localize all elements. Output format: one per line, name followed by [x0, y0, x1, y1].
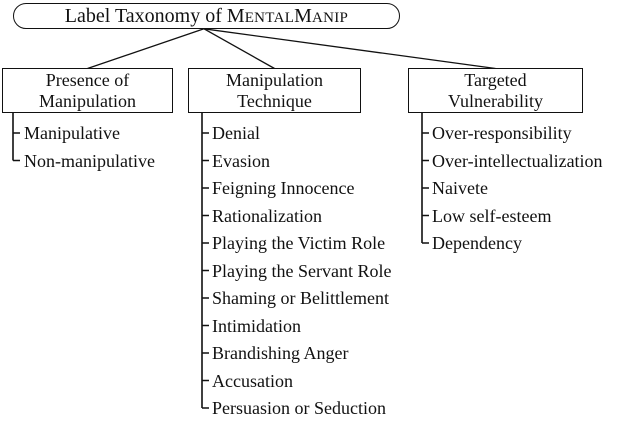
- root-label-prefix: Label Taxonomy of: [64, 4, 222, 27]
- category-title-line: Manipulation: [226, 69, 323, 90]
- category-title-line: Vulnerability: [448, 90, 543, 111]
- taxonomy-item: Manipulative: [24, 123, 120, 143]
- root-node: Label Taxonomy of MENTALMANIP: [13, 3, 400, 29]
- taxonomy-item: Shaming or Belittlement: [212, 288, 389, 308]
- taxonomy-item: Non-manipulative: [24, 150, 155, 171]
- taxonomy-item: Over-intellectualization: [432, 150, 603, 171]
- taxonomy-item: Low self-esteem: [432, 205, 552, 226]
- taxonomy-item: Evasion: [212, 150, 270, 171]
- category-title-line: Manipulation: [39, 90, 136, 111]
- taxonomy-item: Over-responsibility: [432, 123, 572, 143]
- taxonomy-item: Naivete: [432, 178, 488, 198]
- taxonomy-item: Dependency: [432, 233, 522, 253]
- category-box-manipulation-technique: Manipulation Technique: [188, 68, 361, 113]
- category-title-line: Targeted: [464, 69, 527, 90]
- category-box-presence-of-manipulation: Presence of Manipulation: [2, 68, 173, 113]
- taxonomy-item: Feigning Innocence: [212, 178, 355, 198]
- taxonomy-item: Playing the Victim Role: [212, 233, 386, 253]
- taxonomy-item: Denial: [212, 123, 260, 143]
- taxonomy-item: Brandishing Anger: [212, 343, 349, 363]
- category-title-line: Technique: [237, 90, 312, 111]
- category-box-targeted-vulnerability: Targeted Vulnerability: [408, 68, 583, 113]
- root-label-smallcaps-name: MENTALMANIP: [226, 4, 349, 27]
- taxonomy-item: Accusation: [212, 370, 293, 391]
- taxonomy-item: Intimidation: [212, 315, 301, 336]
- taxonomy-item: Persuasion or Seduction: [212, 398, 386, 418]
- taxonomy-item: Rationalization: [212, 205, 322, 226]
- category-title-line: Presence of: [45, 69, 130, 90]
- taxonomy-item: Playing the Servant Role: [212, 260, 392, 281]
